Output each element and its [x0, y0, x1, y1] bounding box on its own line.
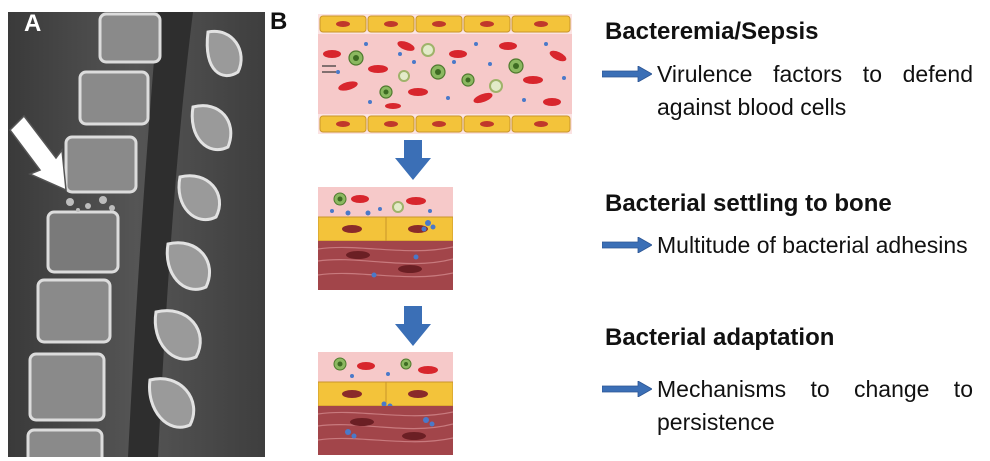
stage-title-bacteremia: Bacteremia/Sepsis	[605, 18, 819, 45]
bacterial-adaptation-illustration	[318, 352, 453, 455]
stage-title-adaptation: Bacterial adaptation	[605, 324, 835, 351]
down-arrow-icon	[395, 306, 431, 346]
panel-a-label: A	[24, 10, 42, 37]
stage-description-settling: Multitude of bacterial adhesins	[657, 232, 968, 258]
stage-description-adaptation: Mechanisms to change to persistence	[657, 376, 973, 435]
stage-title-settling: Bacterial settling to bone	[605, 190, 892, 217]
right-arrow-icon	[602, 66, 652, 82]
ct-scan-image	[8, 12, 265, 457]
right-arrow-icon	[602, 237, 652, 253]
down-arrow-icon	[395, 140, 431, 180]
blood-vessel-illustration	[318, 14, 572, 134]
panel-b-label: B	[270, 8, 288, 35]
right-arrow-icon	[602, 381, 652, 397]
stage-description-bacteremia: Virulence factors to defend against bloo…	[657, 61, 973, 120]
bone-settling-illustration	[318, 187, 453, 290]
lesion-pointer-arrow	[9, 114, 67, 192]
